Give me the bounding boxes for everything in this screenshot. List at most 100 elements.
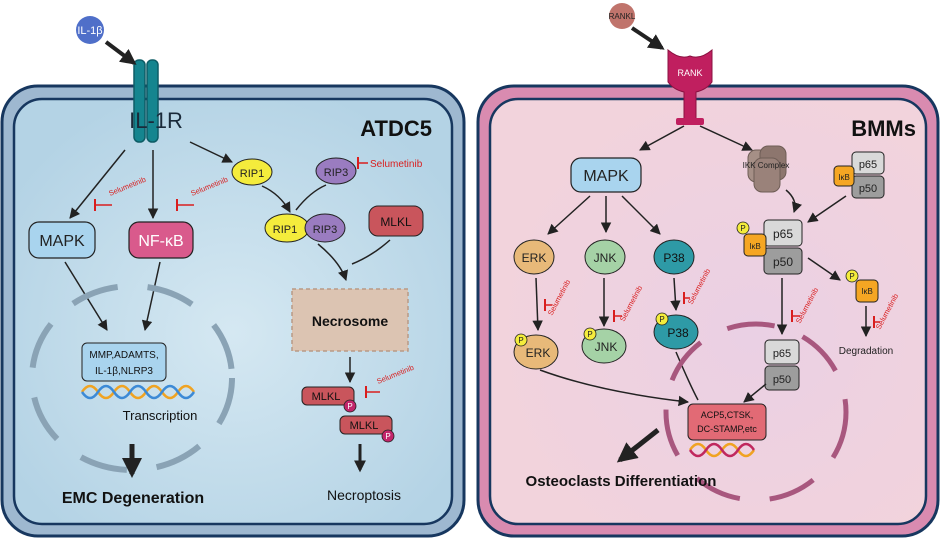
rankl-label: RANKL bbox=[609, 12, 636, 21]
rankl-ligand bbox=[609, 3, 635, 29]
svg-text:P: P bbox=[659, 315, 664, 324]
svg-text:p65: p65 bbox=[773, 348, 791, 360]
transcription-label: Transcription bbox=[123, 408, 198, 423]
erk-node: ERK bbox=[513, 239, 555, 275]
svg-text:MAPK: MAPK bbox=[583, 168, 629, 185]
svg-text:RIP3: RIP3 bbox=[313, 224, 337, 236]
nuclear-p65-p50: p65 p50 bbox=[764, 339, 800, 391]
svg-text:JNK: JNK bbox=[594, 251, 617, 265]
svg-text:P: P bbox=[587, 330, 592, 339]
rank-receptor bbox=[667, 48, 713, 125]
arrow-rip-merge bbox=[261, 185, 291, 213]
il1r-label: IL-1R bbox=[129, 108, 183, 133]
arrow-p38-pp38 bbox=[670, 277, 681, 312]
arrow-nfkb-nucleus bbox=[141, 261, 161, 332]
arrow-rip3-merge bbox=[295, 184, 327, 211]
left-mapk-node: MAPK bbox=[28, 221, 96, 259]
arrow-to-mapk bbox=[69, 149, 126, 219]
il1b-ligand bbox=[76, 16, 104, 44]
rip3-node: RIP3 bbox=[315, 157, 357, 185]
rank-label: RANK bbox=[677, 68, 702, 78]
jnk-node: JNK bbox=[584, 239, 626, 275]
svg-text:P: P bbox=[518, 336, 523, 345]
arrow-osteoclast bbox=[616, 428, 660, 463]
arrow-p38-converge bbox=[675, 351, 699, 401]
pikb-p65-p50-complex: p65 p50 IκB P bbox=[736, 219, 803, 275]
arrow-ikk-complex bbox=[785, 189, 802, 213]
arrow-complex-p bbox=[807, 195, 847, 223]
emc-degeneration-label: EMC Degeneration bbox=[62, 490, 204, 507]
ligand-arrow-right bbox=[630, 26, 665, 50]
degradation-label: Degradation bbox=[839, 346, 893, 357]
necroptosis-label: Necroptosis bbox=[327, 487, 401, 503]
right-dna bbox=[688, 442, 756, 458]
svg-text:p65: p65 bbox=[773, 227, 793, 241]
ikk-complex bbox=[747, 145, 787, 193]
p38-node: P38 bbox=[653, 239, 695, 275]
ikk-label: IKK Complex bbox=[743, 161, 790, 170]
svg-text:RIP3: RIP3 bbox=[324, 167, 348, 179]
pikb-node: IκB P bbox=[845, 269, 879, 303]
svg-text:JNK: JNK bbox=[595, 340, 618, 354]
svg-text:MLKL: MLKL bbox=[312, 391, 341, 403]
pp38-node: P38 P bbox=[653, 312, 699, 350]
left-nucleus bbox=[29, 283, 235, 473]
arrow-mapk-erk bbox=[547, 195, 591, 235]
svg-text:P38: P38 bbox=[663, 251, 685, 265]
atdc5-title: ATDC5 bbox=[360, 116, 432, 141]
svg-text:MAPK: MAPK bbox=[39, 233, 85, 250]
svg-text:MLKL: MLKL bbox=[350, 420, 379, 432]
arrow-rank-mapk bbox=[639, 125, 685, 151]
svg-text:ACP5,CTSK,: ACP5,CTSK, bbox=[701, 410, 754, 420]
arrow-rank-ikk bbox=[699, 125, 753, 151]
left-gene-box: MMP,ADAMTS, IL-1β,NLRP3 bbox=[81, 342, 167, 382]
svg-text:MMP,ADAMTS,: MMP,ADAMTS, bbox=[89, 350, 158, 361]
svg-text:Selumetinib: Selumetinib bbox=[370, 159, 423, 170]
left-dna bbox=[80, 384, 196, 400]
il1b-label: IL-1β bbox=[77, 25, 102, 37]
rip-complex: RIP1 RIP3 bbox=[264, 213, 346, 243]
ikb-p65-p50-complex: p65 p50 IκB bbox=[833, 151, 885, 199]
svg-text:p50: p50 bbox=[773, 255, 793, 269]
svg-text:P38: P38 bbox=[667, 326, 689, 340]
svg-text:IκB: IκB bbox=[749, 242, 761, 251]
right-cell bbox=[476, 84, 940, 538]
ligand-arrow-left bbox=[104, 40, 137, 65]
svg-text:DC-STAMP,etc: DC-STAMP,etc bbox=[697, 424, 757, 434]
svg-text:p50: p50 bbox=[859, 183, 877, 195]
svg-text:IκB: IκB bbox=[838, 173, 850, 182]
arrow-mapk-p38 bbox=[621, 195, 661, 235]
right-gene-box: ACP5,CTSK, DC-STAMP,etc bbox=[687, 403, 767, 441]
svg-text:p50: p50 bbox=[773, 374, 791, 386]
arrow-to-rip1 bbox=[189, 141, 233, 163]
arrow-mlkl-necrosome bbox=[351, 239, 391, 265]
svg-text:ERK: ERK bbox=[522, 251, 547, 265]
perk-node: ERK P bbox=[513, 333, 559, 370]
mlkl-p1: MLKL P bbox=[301, 386, 357, 413]
arrow-nuclear-to-genes bbox=[743, 383, 767, 403]
svg-text:RIP1: RIP1 bbox=[273, 224, 297, 236]
rip1-node: RIP1 bbox=[231, 158, 273, 186]
arrow-erk-perk bbox=[532, 277, 543, 332]
left-nfkb-node: NF-κB bbox=[128, 221, 194, 259]
osteoclast-label: Osteoclasts Differentiation bbox=[526, 473, 717, 490]
svg-text:RIP1: RIP1 bbox=[240, 168, 264, 180]
svg-text:Necrosome: Necrosome bbox=[312, 313, 388, 329]
svg-text:P: P bbox=[385, 432, 390, 441]
svg-text:MLKL: MLKL bbox=[380, 215, 412, 229]
mlkl-node: MLKL bbox=[368, 205, 424, 237]
svg-text:P: P bbox=[740, 224, 745, 233]
svg-text:IκB: IκB bbox=[861, 287, 873, 296]
svg-text:P: P bbox=[347, 402, 352, 411]
right-nucleus bbox=[663, 321, 849, 503]
svg-text:p65: p65 bbox=[859, 159, 877, 171]
il1r-receptor bbox=[133, 59, 159, 143]
svg-text:NF-κB: NF-κB bbox=[138, 233, 183, 250]
inhibitor-rip3: Selumetinib bbox=[357, 157, 423, 170]
arrow-to-ikb-release bbox=[807, 257, 841, 281]
bmms-title: BMMs bbox=[851, 116, 916, 141]
svg-text:P: P bbox=[849, 272, 854, 281]
arrow-mapk-converge bbox=[539, 369, 690, 407]
right-mapk-node: MAPK bbox=[570, 157, 642, 193]
